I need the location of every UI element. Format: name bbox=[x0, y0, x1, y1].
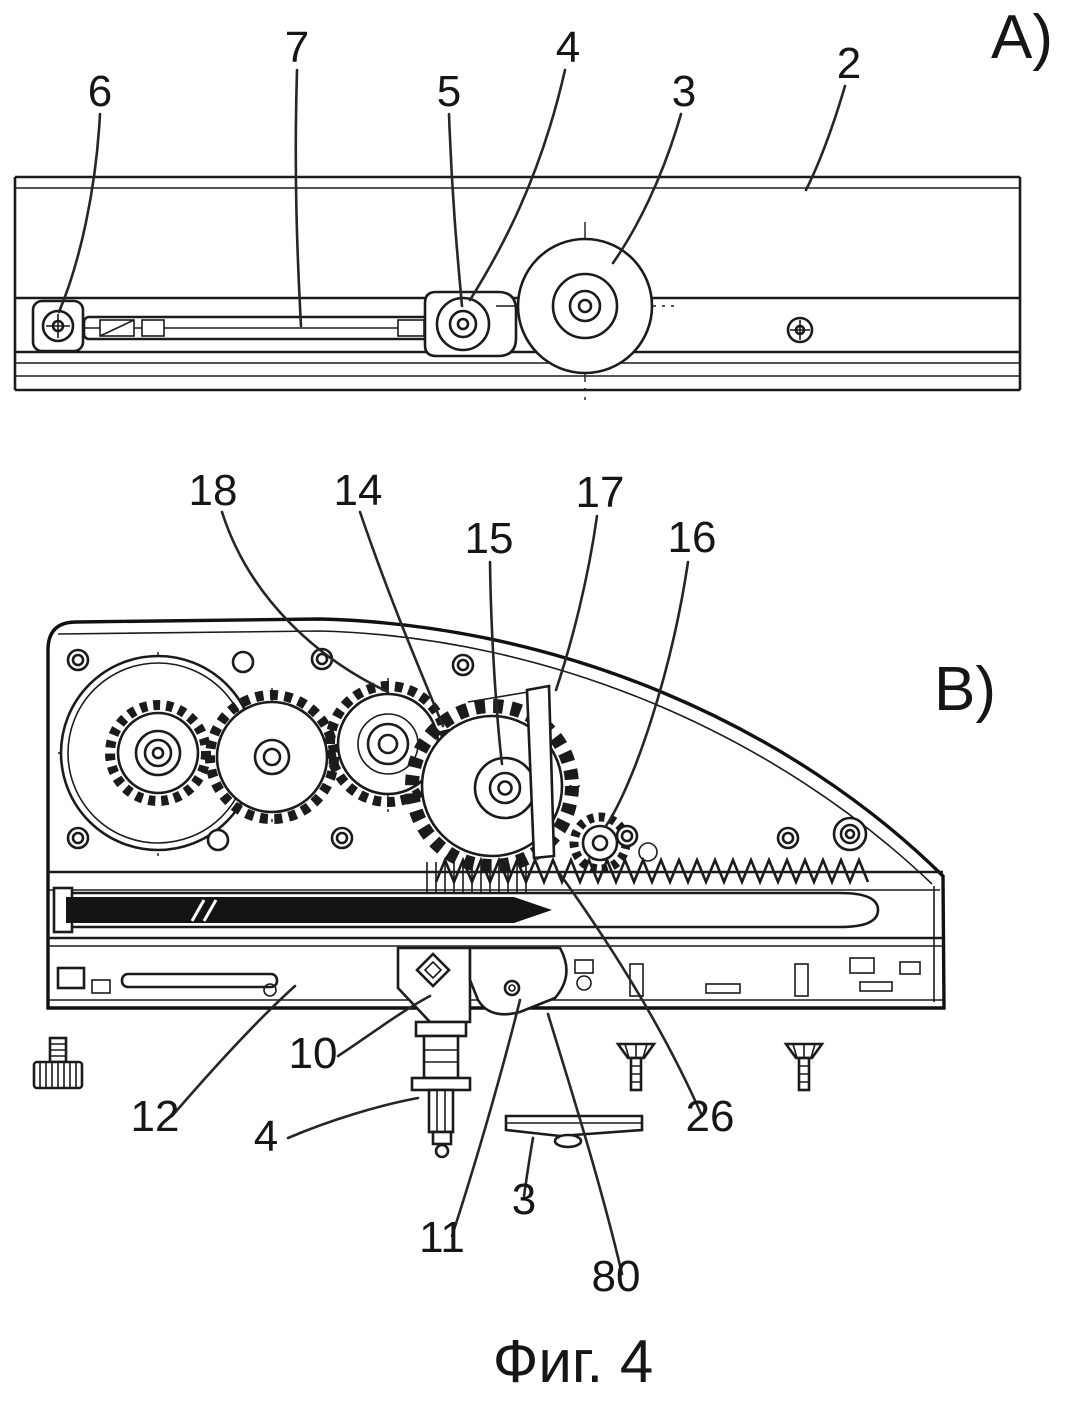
label-b-part80: 80 bbox=[592, 1252, 641, 1301]
leader-b-15 bbox=[488, 560, 504, 766]
leader-a-3 bbox=[611, 112, 683, 265]
label-a-part2: 2 bbox=[837, 39, 861, 88]
leader-a-2 bbox=[804, 84, 847, 192]
label-a-part7: 7 bbox=[285, 23, 309, 72]
leader-a-6 bbox=[57, 112, 102, 314]
leader-b-11 bbox=[450, 998, 522, 1238]
cover-plate-part3 bbox=[504, 1114, 644, 1149]
leader-b-18 bbox=[220, 510, 390, 694]
label-b-part17: 17 bbox=[576, 468, 625, 517]
leader-a-7 bbox=[294, 68, 303, 328]
view-a-drawing: 6 7 5 4 3 2 A) bbox=[13, 3, 1053, 400]
lever-part17 bbox=[467, 684, 556, 860]
leader-a-4 bbox=[468, 68, 567, 302]
pulley-part3 bbox=[496, 222, 674, 400]
figure-caption: Фиг. 4 bbox=[493, 1328, 653, 1395]
label-b-part3: 3 bbox=[512, 1175, 536, 1224]
drive-gear-part15 bbox=[405, 699, 579, 873]
label-b-part26: 26 bbox=[686, 1092, 735, 1141]
label-b-part12: 12 bbox=[131, 1092, 180, 1141]
leader-b-80 bbox=[546, 1012, 624, 1276]
label-a-part5: 5 bbox=[437, 67, 461, 116]
leader-b-3 bbox=[522, 1136, 535, 1198]
label-b-part11: 11 bbox=[419, 1213, 465, 1262]
leader-b-26 bbox=[558, 872, 704, 1118]
bracket-part10 bbox=[396, 946, 568, 1024]
clamp-part4 bbox=[410, 1020, 472, 1159]
lower-rail bbox=[48, 936, 943, 1001]
label-b-part15: 15 bbox=[465, 514, 514, 563]
view-b-drawing: 18 14 15 17 16 12 10 4 3 11 80 26 B) bbox=[32, 466, 996, 1301]
label-b-part14: 14 bbox=[334, 466, 383, 515]
leader-b-17 bbox=[554, 514, 599, 692]
label-a-part3: 3 bbox=[672, 67, 696, 116]
leader-a-5 bbox=[447, 112, 464, 308]
housing-screw-holes bbox=[66, 647, 868, 852]
spindle-channel bbox=[52, 886, 880, 934]
label-b-part16: 16 bbox=[668, 513, 717, 562]
coil-spring bbox=[426, 862, 527, 894]
knurled-screw bbox=[32, 1036, 84, 1090]
roller-carriage-part4-5 bbox=[423, 290, 518, 358]
label-b-part4: 4 bbox=[254, 1112, 278, 1161]
flat-head-screw-2 bbox=[783, 1042, 825, 1092]
label-a-part6: 6 bbox=[88, 67, 112, 116]
label-b-part18: 18 bbox=[189, 466, 238, 515]
panel-rivet bbox=[786, 316, 814, 344]
rail-panel bbox=[13, 175, 1022, 392]
label-a-part4: 4 bbox=[556, 23, 580, 72]
leader-b-10 bbox=[336, 994, 432, 1058]
label-b-part10: 10 bbox=[289, 1029, 338, 1078]
leader-b-12 bbox=[170, 984, 297, 1118]
end-bracket-part6 bbox=[31, 299, 85, 353]
slide-bar-part7 bbox=[82, 315, 438, 341]
leader-b-4 bbox=[286, 1096, 420, 1140]
leader-b-16 bbox=[604, 560, 690, 828]
motor-plate-and-sun-gear bbox=[59, 654, 257, 852]
leader-b-14 bbox=[358, 510, 445, 728]
view-a-marker: A) bbox=[991, 3, 1053, 72]
view-b-marker: B) bbox=[934, 655, 996, 724]
flat-head-screw-1 bbox=[615, 1042, 657, 1092]
